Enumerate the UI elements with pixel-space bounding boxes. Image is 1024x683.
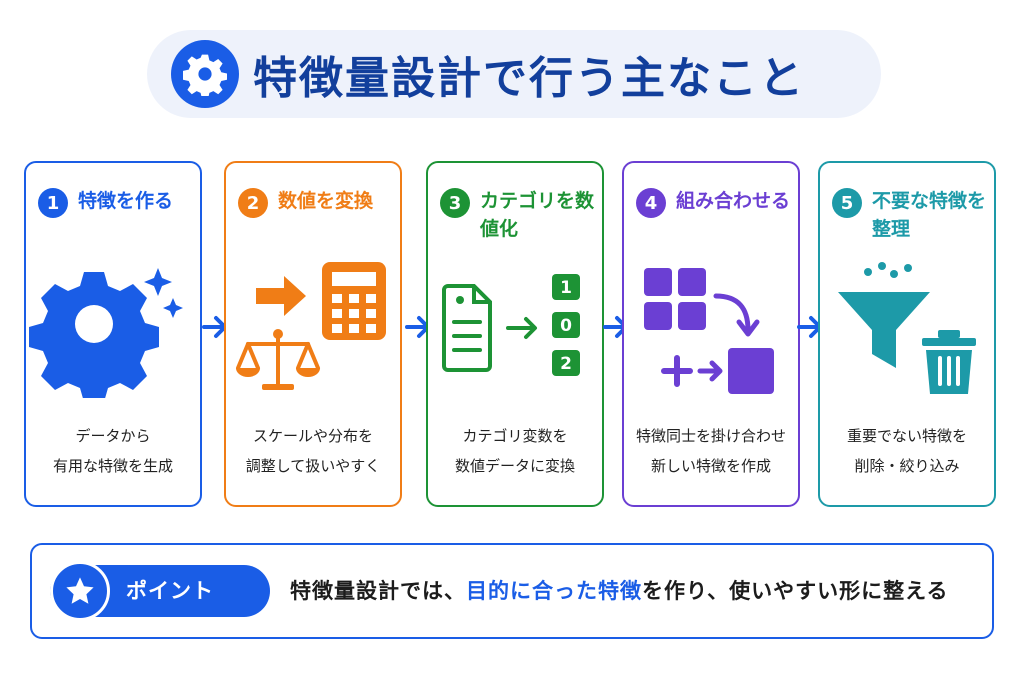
step-number-badge: 1 xyxy=(38,188,68,218)
point-text-after: を作り、使いやすい形に整える xyxy=(642,579,949,603)
funnel-trash-icon xyxy=(838,262,976,394)
step-description: カテゴリ変数を 数値データに変換 xyxy=(454,427,575,475)
step-title: 組み合わせる xyxy=(676,190,791,212)
step-description: 特徴同士を掛け合わせ 新しい特徴を作成 xyxy=(635,427,786,475)
step-card-5: 5 不要な特徴を整理 重要でない特徴を 削除・絞り込み xyxy=(818,161,996,507)
page-title: 特徴量設計で行う主なこと xyxy=(253,53,805,104)
badge-value: 0 xyxy=(560,316,572,336)
step-title: 不要な特徴を整理 xyxy=(872,190,987,240)
step-number-badge: 4 xyxy=(636,188,666,218)
point-callout: ポイント 特徴量設計では、目的に合った特徴を作り、使いやすい形に整える xyxy=(30,543,994,639)
point-text: 特徴量設計では、目的に合った特徴を作り、使いやすい形に整える xyxy=(290,565,949,617)
point-text-before: 特徴量設計では、 xyxy=(290,579,466,603)
step-title: カテゴリを数値化 xyxy=(480,190,595,240)
step-number-badge: 3 xyxy=(440,188,470,218)
badge-value: 2 xyxy=(560,354,572,374)
step-description: スケールや分布を 調整して扱いやすく xyxy=(245,427,381,475)
step-card-3: 3 カテゴリを数値化 1 0 2 カテゴリ変数を 数値データに変換 xyxy=(426,161,604,507)
step-card-2: 2 数値を変換 スケールや分布を 調整して扱いやすく xyxy=(224,161,402,507)
step-number-badge: 2 xyxy=(238,188,268,218)
step-description: データから 有用な特徴を生成 xyxy=(52,427,173,475)
document-to-numbers-icon: 1 0 2 xyxy=(442,274,580,376)
gear-sparkle-icon xyxy=(29,268,183,398)
title-gear-icon xyxy=(171,40,239,108)
step-description: 重要でない特徴を 削除・絞り込み xyxy=(846,427,967,475)
step-title: 数値を変換 xyxy=(278,190,374,212)
step-number-badge: 5 xyxy=(832,188,862,218)
step-card-4: 4 組み合わせる 特徴同士を掛け合わせ 新しい特徴を作成 xyxy=(622,161,800,507)
point-highlight: 目的に合った特徴 xyxy=(466,579,642,603)
point-label: ポイント xyxy=(126,579,214,603)
star-icon xyxy=(50,561,110,621)
calculator-scale-icon xyxy=(236,262,386,390)
title-banner: 特徴量設計で行う主なこと xyxy=(147,30,881,118)
step-title: 特徴を作る xyxy=(78,190,174,212)
combine-blocks-icon xyxy=(644,268,774,394)
step-card-1: 1 特徴を作る データから 有用な特徴を生成 xyxy=(24,161,202,507)
point-badge: ポイント xyxy=(50,561,270,621)
badge-value: 1 xyxy=(560,278,572,298)
